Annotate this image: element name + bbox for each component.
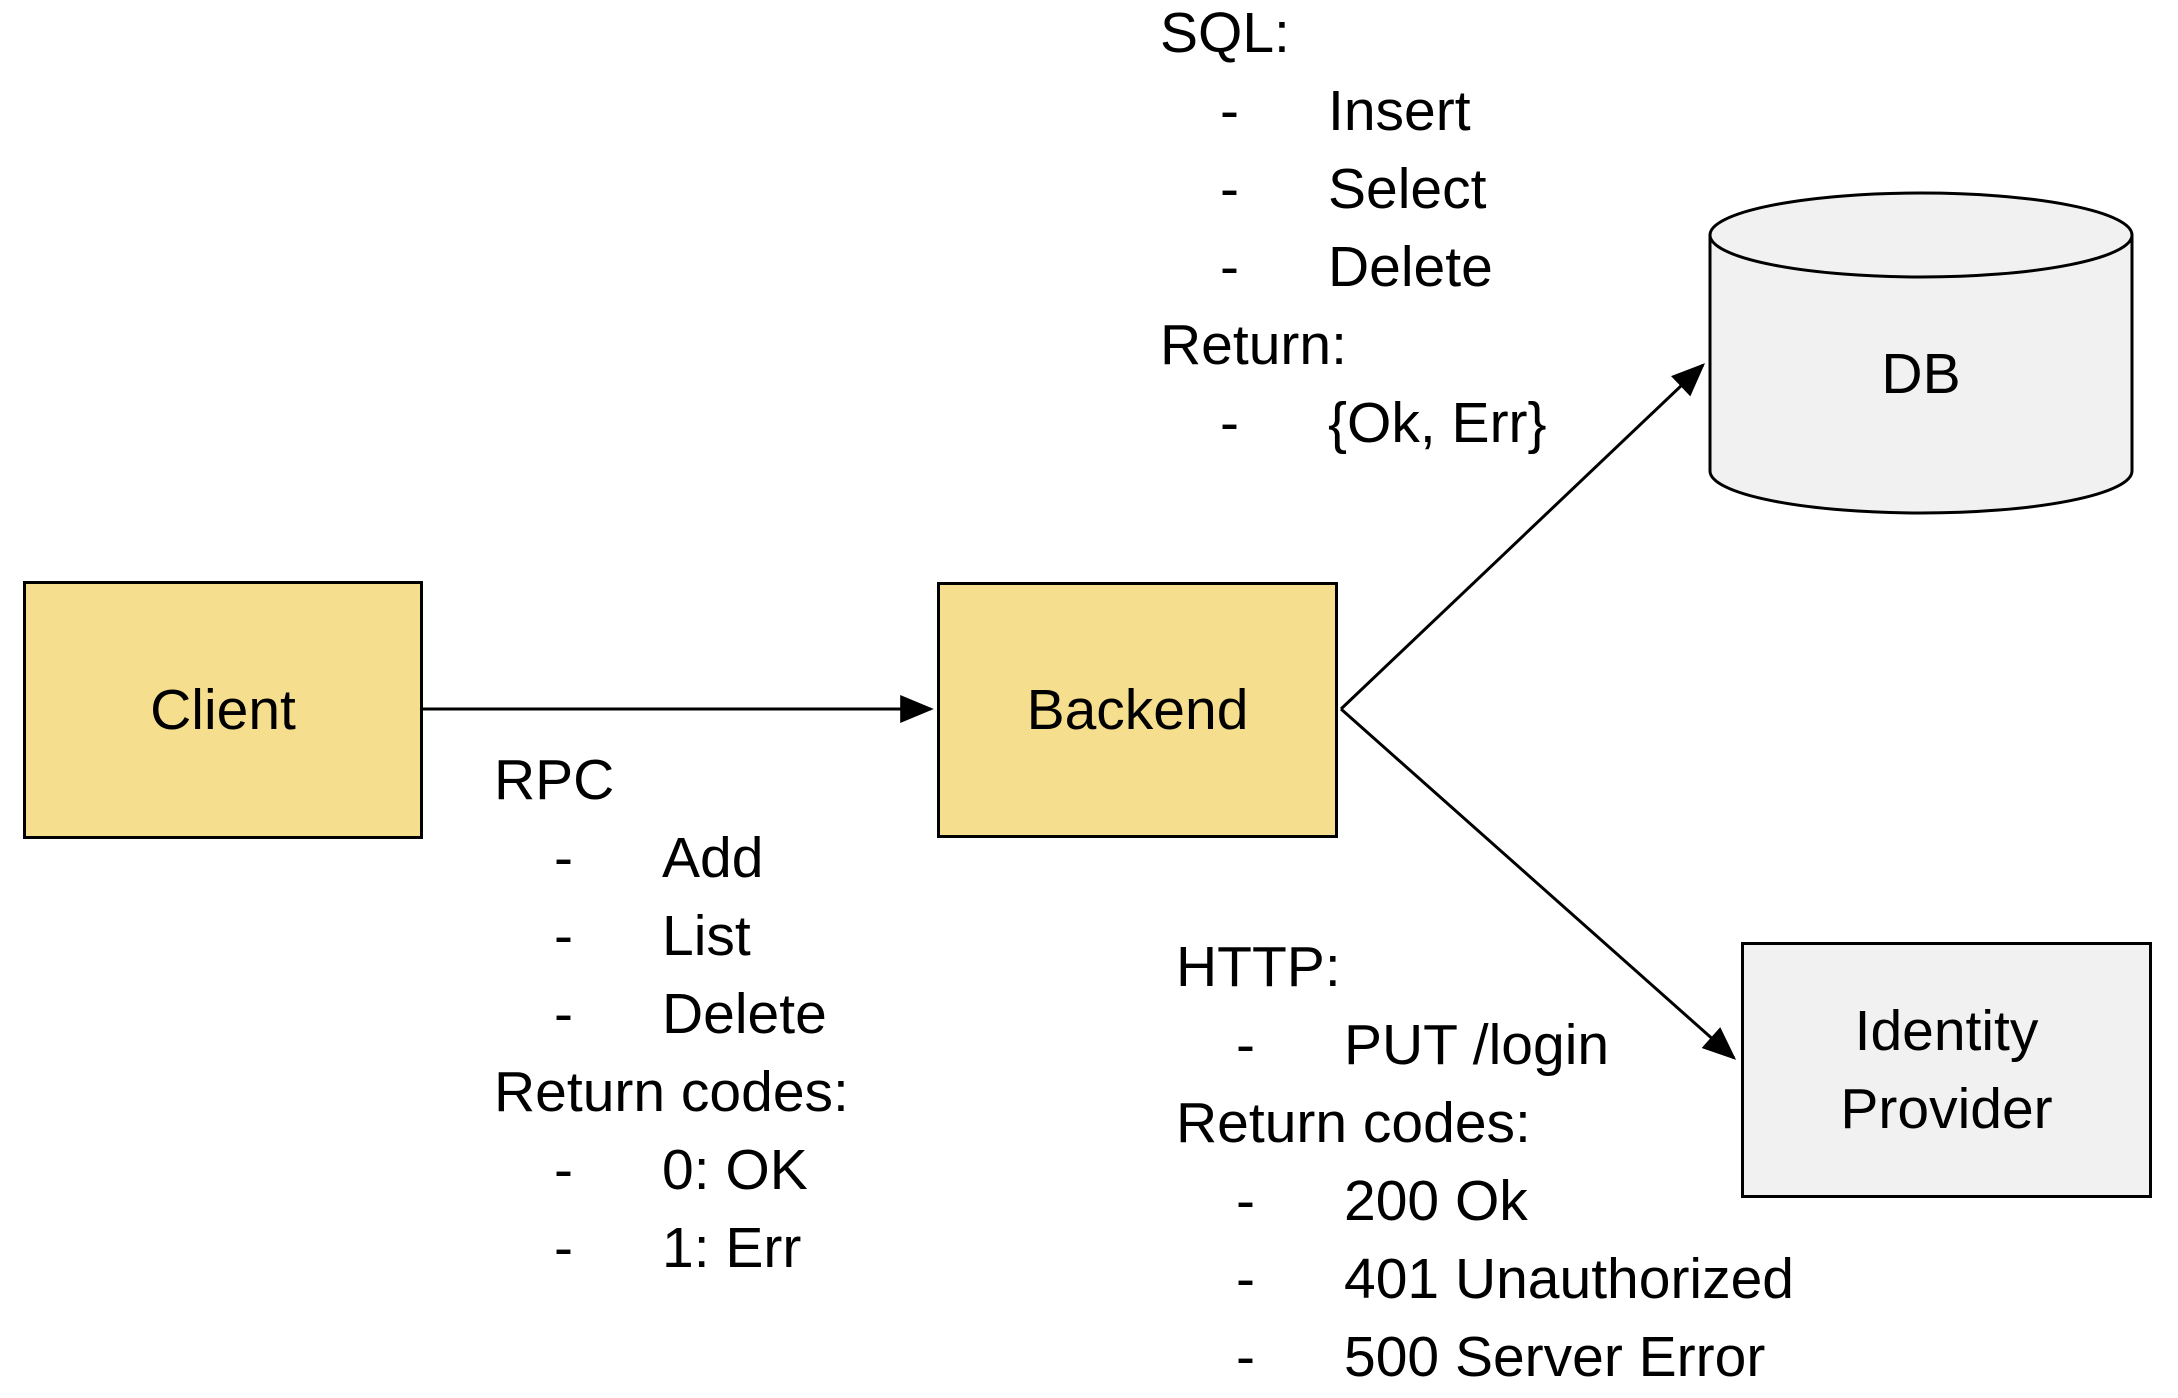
bullet-dash: - [554,826,573,890]
note-heading: SQL: [1160,1,1290,65]
note-text: Delete [662,982,827,1046]
note-item: - 401 Unauthorized [1176,1240,1794,1318]
backend-node-label: Backend [1026,678,1249,742]
note-heading: Return codes: [1176,1091,1531,1155]
identity-provider-node-label: Identity Provider [1840,999,2053,1141]
note-text: 500 Server Error [1344,1325,1766,1389]
bullet-dash: - [1236,1013,1255,1077]
bullet-dash: - [1220,79,1239,143]
note-heading: Return: [1160,313,1347,377]
bullet-dash: - [1220,157,1239,221]
note-item: - List [494,897,849,975]
bullet-dash: - [1236,1325,1255,1389]
note-item: - Insert [1160,72,1547,150]
bullet-dash: - [1220,391,1239,455]
bullet-dash: - [554,904,573,968]
bullet-dash: - [554,1216,573,1280]
note-heading: RPC [494,748,615,812]
note-heading: Return codes: [494,1060,849,1124]
note-text: Insert [1328,79,1471,143]
note-item: - 500 Server Error [1176,1318,1794,1396]
identity-provider-node: Identity Provider [1741,942,2152,1198]
note-item: - Delete [494,975,849,1053]
note-text: 0: OK [662,1138,808,1202]
note-text: List [662,904,751,968]
note-item: - 0: OK [494,1131,849,1209]
note-item: - Add [494,819,849,897]
client-node: Client [23,581,423,839]
bullet-dash: - [1220,235,1239,299]
note-text: 1: Err [662,1216,802,1280]
bullet-dash: - [554,1138,573,1202]
note-heading: HTTP: [1176,935,1341,999]
note-item: - 200 Ok [1176,1162,1794,1240]
note-item: - 1: Err [494,1209,849,1287]
sql-annotation: SQL: - Insert - Select - Delete Return: - {O… [1160,0,1547,462]
note-text: 401 Unauthorized [1344,1247,1794,1311]
note-text: Delete [1328,235,1493,299]
note-item: - Delete [1160,228,1547,306]
bullet-dash: - [1236,1247,1255,1311]
note-text: {Ok, Err} [1328,391,1547,455]
note-text: 200 Ok [1344,1169,1528,1233]
note-item: - Select [1160,150,1547,228]
rpc-annotation: RPC - Add - List - Delete Return codes: - 0:… [494,741,849,1287]
note-text: Select [1328,157,1487,221]
client-node-label: Client [150,678,296,742]
bullet-dash: - [1236,1169,1255,1233]
db-node-label-zone: DB [1710,235,2132,513]
bullet-dash: - [554,982,573,1046]
note-item: - {Ok, Err} [1160,384,1547,462]
http-annotation: HTTP: -PUT /login Return codes: -200 Ok … [1176,928,1794,1396]
backend-node: Backend [937,582,1338,838]
note-item: - PUT /login [1176,1006,1794,1084]
db-node-label: DB [1881,342,1961,406]
note-text: PUT /login [1344,1013,1610,1077]
note-text: Add [662,826,764,890]
